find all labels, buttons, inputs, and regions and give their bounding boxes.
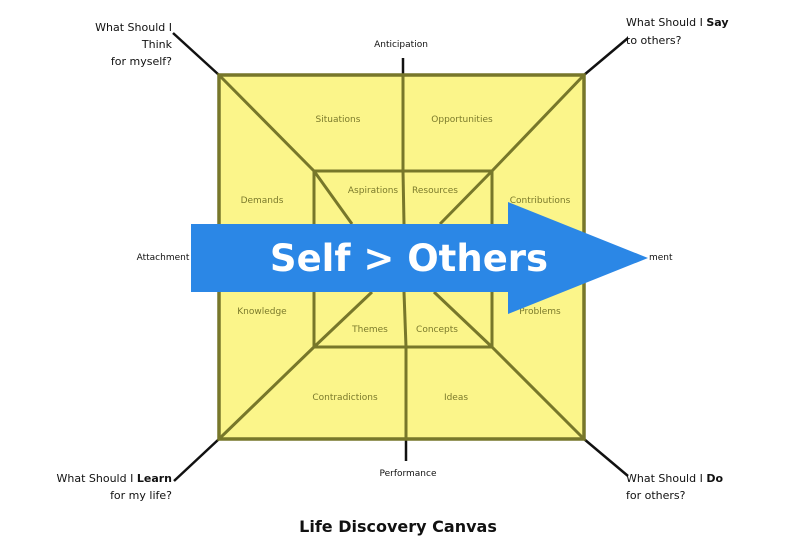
cell-situations: Situations [316,115,361,125]
corner-question-top-left: What Should I Think for myself? [95,21,172,68]
cell-aspirations: Aspirations [348,186,399,196]
corner-question-bottom-right: What Should I Do for others? [626,472,723,502]
corner-bottom-right-line2: for others? [626,489,686,502]
cell-themes: Themes [351,325,388,335]
corner-top-left-line3: for myself? [111,55,172,68]
self-to-others-arrow [191,202,648,314]
cell-knowledge: Knowledge [237,307,287,317]
inner-vertical-top [401,170,406,225]
extension-line-top-left [172,32,220,76]
diagonal-bottom-left [217,345,316,441]
axis-label-right: ment [649,253,673,263]
corner-bottom-left-prefix: What Should I [57,472,137,485]
cell-contributions: Contributions [510,196,571,206]
inner-diagonal-bottom-left [312,290,374,349]
inner-diagonal-bottom-right [432,290,494,349]
extension-line-bottom-left [173,438,220,482]
corner-top-left-bold: Think [141,38,173,51]
corner-question-bottom-left: What Should I Learn for my life? [57,472,173,502]
axis-label-left: Attachment [137,253,190,263]
cell-problems: Problems [519,307,561,317]
corner-bottom-left-bold: Learn [137,472,172,485]
diagonal-bottom-right [490,345,586,441]
diagonal-top-left [217,73,316,173]
extension-line-top-right [583,37,629,76]
inner-diagonal-top-left [312,170,354,225]
corner-extension-lines [172,32,629,482]
axis-label-top: Anticipation [374,40,428,50]
cell-concepts: Concepts [416,325,458,335]
corner-top-left-line1: What Should I [95,21,172,34]
inner-diagonal-top-right [438,169,494,226]
corner-top-right-prefix: What Should I [626,16,706,29]
corner-question-top-right: What Should I Say to others? [626,16,729,47]
corner-bottom-left-line2: for my life? [110,489,172,502]
corner-bottom-right-line1: What Should I Do [626,472,723,485]
arrow-label: Self > Others [270,237,548,280]
cell-ideas: Ideas [444,393,468,403]
cell-demands: Demands [241,196,284,206]
extension-line-bottom-right [583,438,629,477]
corner-top-right-line1: What Should I Say [626,16,729,29]
cell-resources: Resources [412,186,458,196]
diagonal-top-right [490,73,586,173]
inner-vertical-bottom [402,291,408,348]
corner-top-right-line2: to others? [626,34,682,47]
cell-contradictions: Contradictions [312,393,378,403]
axis-label-bottom: Performance [379,469,436,479]
diagram-title: Life Discovery Canvas [299,517,497,536]
cell-opportunities: Opportunities [431,115,493,125]
corner-bottom-right-prefix: What Should I [626,472,706,485]
cell-labels: Situations Opportunities Demands Contrib… [237,115,570,403]
corner-bottom-left-line1: What Should I Learn [57,472,173,485]
corner-top-right-bold: Say [706,16,728,29]
corner-bottom-right-bold: Do [706,472,723,485]
